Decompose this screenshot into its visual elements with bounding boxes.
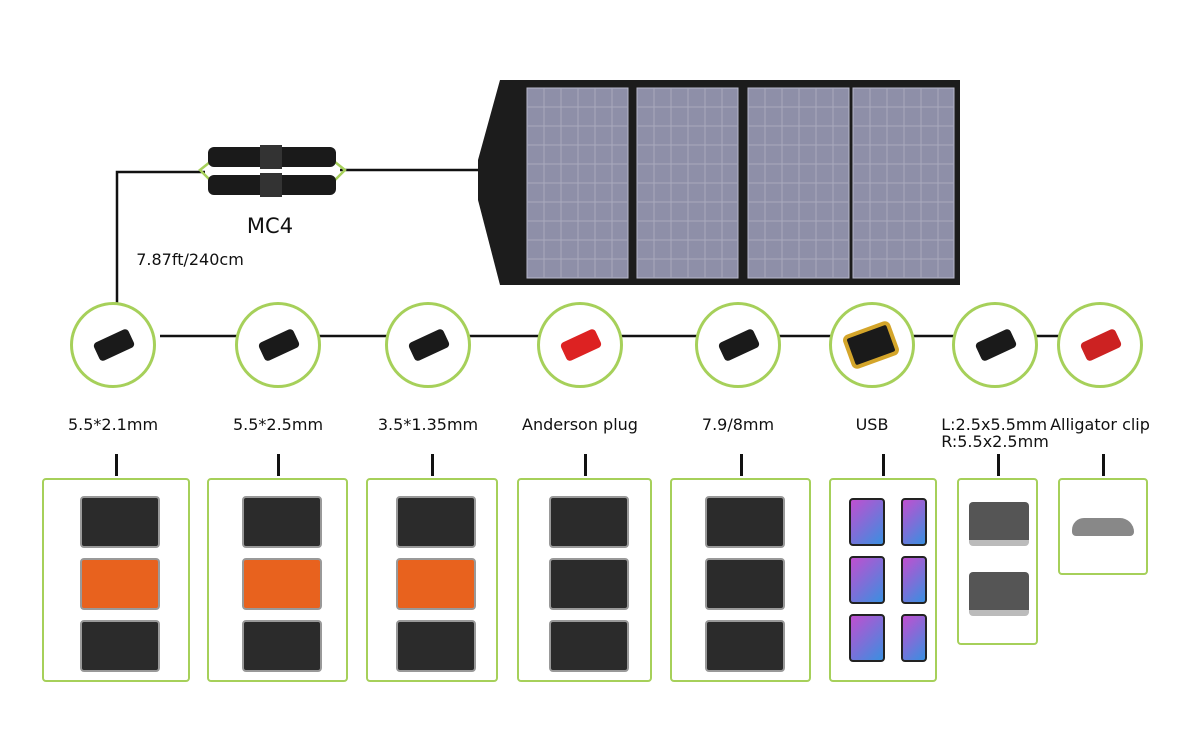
connector-label: Alligator clip [1050,416,1150,433]
connector-pointer [996,454,1000,476]
connector-label-line: 5.5*2.5mm [232,415,324,434]
laptop-image [969,502,1029,546]
dual-plug-icon [952,302,1038,388]
connector-pointer [115,454,118,476]
compatible-devices-box [42,478,190,682]
connector-label-line: R:5.5x2.5mm [941,432,1049,451]
phone-tablet-image [849,556,885,604]
power-station-image [396,496,476,548]
connector-label-line: 5.5*2.1mm [67,415,159,434]
power-station-image [396,620,476,672]
power-station-image [80,558,160,610]
connector-pointer [583,454,587,476]
connector-pointer [276,454,280,476]
solar-panel [478,80,960,285]
phone-tablet-image [849,498,885,546]
connector-pointer [739,454,743,476]
compatible-devices-box [670,478,811,682]
connector-pointer [1102,454,1105,476]
connector-label-line: L:2.5x5.5mm [941,415,1048,434]
connector-label: USB [856,416,889,433]
power-station-image [396,558,476,610]
power-station-image [704,496,785,548]
connector-label-line: Anderson plug [522,415,638,434]
phone-tablet-image [901,556,927,604]
power-station-image [704,558,785,610]
connector-label: 7.9/8mm [702,416,774,433]
connector-label-line: 3.5*1.35mm [377,415,479,434]
power-station-image [704,620,785,672]
connector-label: 3.5*1.35mm [378,416,478,433]
power-station-image [80,620,160,672]
compatible-devices-box [517,478,652,682]
compatible-devices-box [207,478,348,682]
connector-label: Anderson plug [522,416,638,433]
connector-label: 5.5*2.1mm [68,416,158,433]
phone-tablet-image [901,614,927,662]
car-image [1072,518,1134,536]
power-station-image [548,558,629,610]
barrel-plug-icon [70,302,156,388]
connector-label-line: Alligator clip [1050,415,1150,434]
connector-pointer [882,454,885,476]
power-station-image [241,558,322,610]
barrel-plug-icon [235,302,321,388]
power-station-image [548,620,629,672]
barrel-plug-icon [385,302,471,388]
power-station-image [80,496,160,548]
mc4-connector-icon [208,145,336,197]
power-station-image [241,496,322,548]
laptop-image [969,572,1029,616]
usb-plug-icon [829,302,915,388]
phone-tablet-image [901,498,927,546]
power-station-image [548,496,629,548]
mc4-label: MC4 [246,214,294,238]
phone-tablet-image [849,614,885,662]
compatible-devices-box [1058,478,1148,575]
compatible-devices-box [957,478,1038,645]
alligator-clip-icon [1057,302,1143,388]
anderson-plug-icon [537,302,623,388]
barrel-plug-icon [695,302,781,388]
connector-label-line: 7.9/8mm [701,415,775,434]
connector-pointer [431,454,434,476]
cable-length-label: 7.87ft/240cm [136,250,244,269]
connector-label-line: USB [855,415,889,434]
compatible-devices-box [366,478,498,682]
power-station-image [241,620,322,672]
compatible-devices-box [829,478,937,682]
connector-label: 5.5*2.5mm [233,416,323,433]
